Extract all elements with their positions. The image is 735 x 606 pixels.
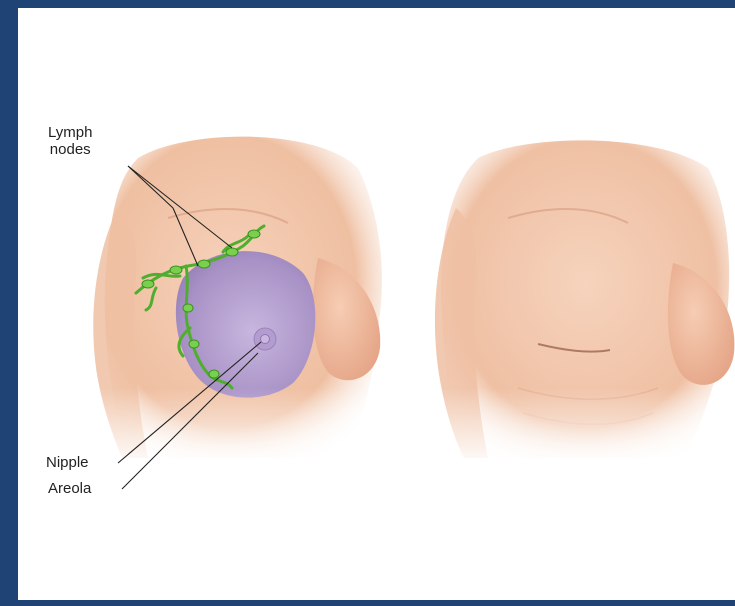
- nipple: [261, 335, 270, 344]
- mastectomy-illustration: [18, 8, 735, 600]
- nipple-label: Nipple: [46, 454, 89, 471]
- areola-label: Areola: [48, 480, 91, 497]
- right-torso: [418, 140, 735, 468]
- left-torso: [78, 137, 398, 468]
- lymph-nodes-label: Lymph nodes: [48, 124, 92, 158]
- breast-tissue: [176, 251, 315, 398]
- diagram-panel: Lymph nodes Nipple Areola: [18, 8, 735, 600]
